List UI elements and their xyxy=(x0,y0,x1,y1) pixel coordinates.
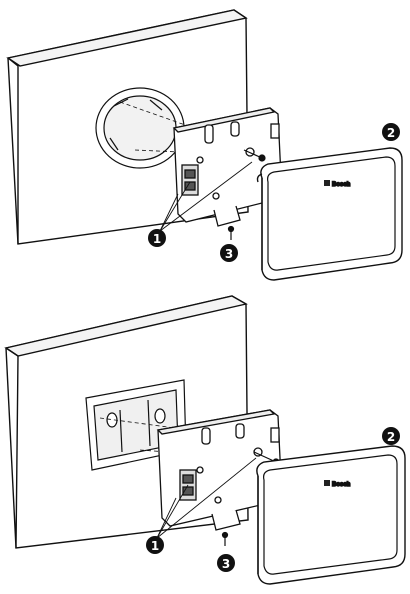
svg-text:3: 3 xyxy=(225,247,233,261)
svg-text:2: 2 xyxy=(387,430,395,444)
svg-text:2: 2 xyxy=(387,126,395,140)
device-logo: Bosch xyxy=(332,182,351,188)
callout-3: 3 xyxy=(217,554,235,572)
callout-1: 1 xyxy=(148,229,166,247)
thermostat-device: Bosch xyxy=(257,446,405,584)
callout-2: 2 xyxy=(382,123,400,141)
thermostat-device: Bosch xyxy=(258,148,403,280)
callout-2: 2 xyxy=(382,427,400,445)
round-electrical-box xyxy=(96,88,184,168)
svg-text:1: 1 xyxy=(151,539,159,553)
device-logo: Bosch xyxy=(332,482,351,488)
svg-text:3: 3 xyxy=(222,557,230,571)
panel-rectangular-box: Bosch 1 2 3 xyxy=(6,296,405,584)
panel-round-box: Bosch 1 2 3 xyxy=(8,10,402,280)
svg-text:1: 1 xyxy=(153,232,161,246)
callout-3: 3 xyxy=(220,244,238,262)
callout-1: 1 xyxy=(146,536,164,554)
